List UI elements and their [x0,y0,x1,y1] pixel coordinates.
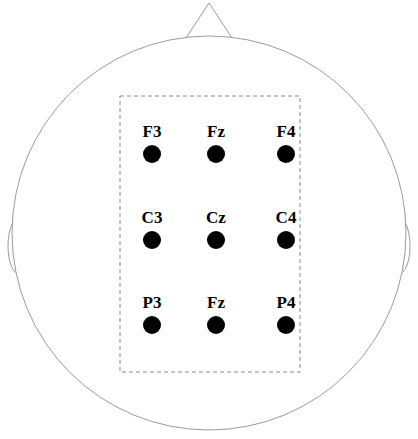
electrode-dot [207,316,225,334]
electrode-label: P4 [277,294,296,311]
electrode-label: Cz [206,209,226,226]
electrode-dot [277,316,295,334]
electrode-dot [143,316,161,334]
electrode-dot [207,145,225,163]
electrode-label: P3 [143,294,162,311]
electrode-label: F4 [277,123,296,140]
electrode-label: Fz [207,123,225,140]
electrode-label: C4 [276,209,297,226]
scalp-circle [12,36,406,430]
electrode-label: F3 [143,123,162,140]
electrode-dot [143,145,161,163]
electrode-dot [207,231,225,249]
electrode-label: Fz [207,294,225,311]
electrode-region [120,96,300,372]
electrode-label: C3 [142,209,163,226]
electrode-dot [143,231,161,249]
electrode-dot [277,145,295,163]
electrode-dot [277,231,295,249]
